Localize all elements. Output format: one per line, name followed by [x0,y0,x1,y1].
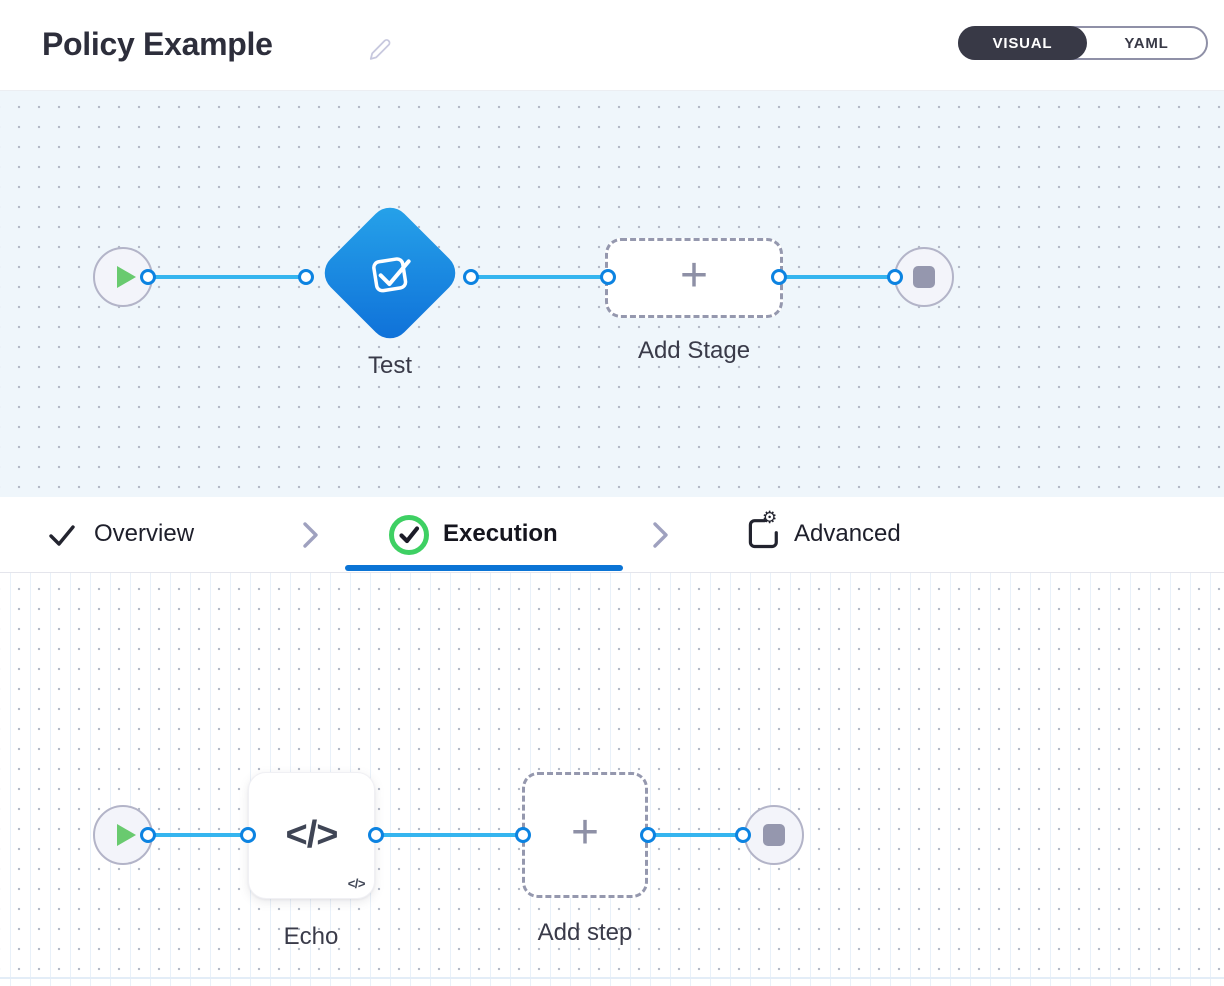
step-node-label: Echo [283,923,339,950]
wire [779,275,897,279]
play-icon [116,824,136,846]
plus-icon: + [679,249,709,302]
check-icon[interactable] [46,519,78,556]
toggle-option-yaml[interactable]: YAML [1124,34,1169,52]
header: Policy Example VISUAL YAML [0,0,1224,91]
chevron-right-icon [649,521,673,554]
step-end-node[interactable] [744,805,804,865]
pipeline-end-node[interactable] [894,247,954,307]
gear-icon: ⚙ [762,508,778,528]
toggle-option-visual[interactable]: VISUAL [958,26,1087,60]
tab-overview[interactable]: Overview [94,520,195,547]
settings-icon[interactable] [745,516,783,557]
step-pipeline-canvas[interactable]: </> </> Echo + Add step [0,573,1224,986]
wire [150,833,248,837]
step-start-node[interactable] [93,805,153,865]
connector-port[interactable] [515,827,531,843]
active-tab-underline [345,565,623,571]
connector-port[interactable] [640,827,656,843]
add-step-button[interactable]: + [522,772,648,898]
wire [150,275,306,279]
add-stage-button[interactable]: + [605,238,783,318]
tab-execution[interactable]: Execution [443,520,558,547]
connector-port[interactable] [771,269,787,285]
add-stage-label: Add Stage [637,337,751,364]
stage-node-label: Test [367,352,412,379]
edit-pencil-icon[interactable] [366,36,392,62]
code-badge-icon: </> [347,876,366,891]
connector-port[interactable] [240,827,256,843]
add-step-label: Add step [537,919,633,946]
connector-port[interactable] [140,269,156,285]
connector-port[interactable] [887,269,903,285]
stop-icon [763,824,785,846]
play-icon [116,266,136,288]
wire [376,833,523,837]
stage-config-tabbar: Overview Execution Advanced [0,497,1224,573]
wire [648,833,743,837]
visual-yaml-toggle[interactable]: VISUAL YAML [958,26,1208,60]
code-icon: </> [285,814,339,856]
step-node-echo[interactable]: </> </> [248,772,375,899]
stage-pipeline-canvas[interactable]: Test + Add Stage [0,91,1224,497]
tab-advanced[interactable]: Advanced [794,520,901,547]
connector-port[interactable] [463,269,479,285]
stage-node-test[interactable] [316,199,464,347]
chevron-right-icon [299,521,323,554]
check-circle-icon[interactable] [387,513,431,562]
page-title: Policy Example [42,26,273,62]
connector-port[interactable] [735,827,751,843]
approval-check-icon [362,245,418,301]
connector-port[interactable] [298,269,314,285]
connector-port[interactable] [600,269,616,285]
grid-line [0,977,1224,979]
wire [471,275,608,279]
plus-icon: + [570,806,600,859]
connector-port[interactable] [140,827,156,843]
stop-icon [913,266,935,288]
connector-port[interactable] [368,827,384,843]
